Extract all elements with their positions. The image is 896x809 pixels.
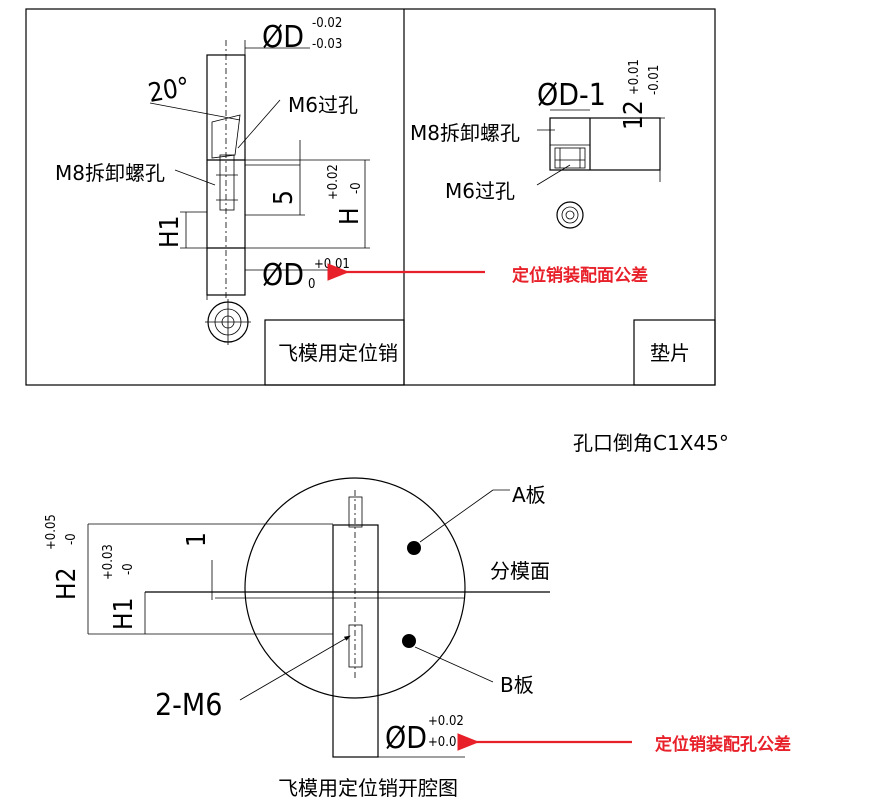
title-box-left — [264, 319, 405, 386]
locating-pin-drawing — [149, 40, 370, 345]
m8-label-left: M8拆卸螺孔 — [55, 161, 165, 185]
dim-phi-d-bottom: ØD — [262, 258, 304, 293]
tol-top-lower: -0.03 — [312, 37, 342, 52]
title-locating-pin: 飞模用定位销 — [278, 341, 398, 365]
m8-hole — [219, 154, 235, 211]
tol-d-upper: +0.02 — [428, 714, 464, 729]
dim-phi-d1: ØD-1 — [537, 78, 606, 113]
tol-h1-upper: +0.03 — [101, 544, 116, 580]
title-spacer: 垫片 — [650, 341, 690, 365]
tol-h1-lower: -0 — [121, 563, 136, 575]
angle-20: 20° — [146, 72, 192, 109]
tol-h2-lower: -0 — [64, 533, 79, 545]
top-frame — [25, 8, 716, 386]
m8-label-right: M8拆卸螺孔 — [410, 121, 520, 145]
title-box-right — [633, 319, 716, 386]
mold-circle — [244, 477, 466, 699]
tol-bottom-upper: +0.01 — [314, 257, 350, 272]
a-plate-marker — [407, 541, 421, 555]
tol-h-upper: +0.02 — [326, 164, 341, 200]
dim-1: 1 — [182, 532, 212, 547]
label-a-plate: A板 — [512, 483, 546, 507]
m6-label-right: M6过孔 — [445, 179, 515, 203]
tol-d-lower: +0.01 — [428, 735, 464, 750]
chamfer-note: 孔口倒角C1X45° — [573, 431, 729, 455]
tol-12-upper: +0.01 — [627, 59, 642, 95]
title-cavity: 飞模用定位销开腔图 — [278, 776, 458, 800]
dim-h: H — [335, 207, 365, 225]
dim-phi-d-top: ØD — [262, 20, 304, 55]
b-plate-marker — [402, 634, 416, 648]
annotation-fit-face: 定位销装配面公差 — [512, 265, 648, 286]
spacer-top-view — [556, 201, 584, 229]
dim-h2: H2 — [52, 568, 82, 600]
annotation-fit-hole: 定位销装配孔公差 — [655, 734, 791, 755]
dim-5: 5 — [269, 190, 299, 205]
outer-border — [25, 8, 716, 386]
label-b-plate: B板 — [500, 673, 534, 697]
cavity-drawing — [87, 477, 550, 758]
tol-h2-upper: +0.05 — [44, 514, 59, 550]
tol-h-lower: -0 — [349, 182, 364, 194]
dim-h1: H1 — [155, 216, 185, 248]
m6-label-left: M6过孔 — [288, 93, 358, 117]
spacer-drawing — [536, 109, 665, 229]
tol-top-upper: -0.02 — [312, 16, 342, 31]
dim-phi-d-cavity: ØD — [385, 721, 427, 756]
tol-12-lower: -0.01 — [647, 65, 662, 95]
label-2-m6: 2-M6 — [155, 688, 222, 723]
label-parting-face: 分模面 — [490, 559, 550, 583]
cavity-pin — [332, 524, 379, 758]
dim-12: 12 — [619, 100, 649, 130]
dim-h1-bottom: H1 — [109, 598, 139, 630]
tol-bottom-lower: 0 — [308, 277, 315, 292]
